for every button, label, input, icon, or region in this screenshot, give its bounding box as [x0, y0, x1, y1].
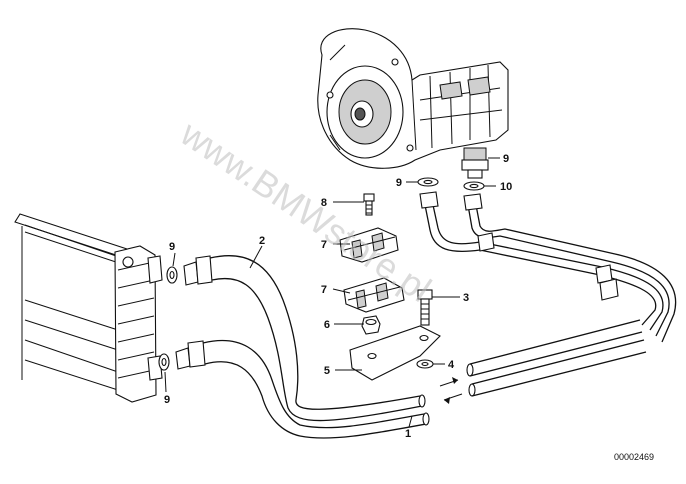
transmission — [317, 28, 509, 169]
callout-7-upper: 7 — [321, 239, 327, 251]
pipe-ends-center — [418, 319, 647, 426]
callout-10: 9 — [503, 153, 509, 165]
washer-upper-left — [166, 266, 178, 284]
nut — [361, 315, 381, 335]
bracket — [349, 325, 441, 381]
callout-9-lower-left: 9 — [164, 394, 170, 406]
union-fitting — [461, 147, 489, 179]
bolt-large — [417, 289, 433, 326]
clamp-lower — [343, 277, 405, 313]
bolt-small — [363, 193, 375, 216]
callout-9-center: 9 — [396, 177, 402, 189]
callout-8: 8 — [321, 197, 327, 209]
callout-5: 5 — [324, 365, 330, 377]
callout-9-right: 10 — [500, 181, 512, 193]
callout-7-lower: 7 — [321, 284, 327, 296]
reference-code: 00002469 — [614, 452, 654, 462]
radiator — [14, 213, 163, 403]
callout-9-upper-left: 9 — [169, 241, 175, 253]
callout-1: 1 — [405, 428, 411, 440]
hose-line-2 — [183, 255, 423, 422]
washer-center — [417, 177, 439, 187]
callout-3: 3 — [463, 292, 469, 304]
clamp-upper — [339, 227, 399, 263]
leader-lines — [164, 157, 500, 428]
washer-bracket — [416, 359, 434, 369]
hose-line-1 — [175, 339, 427, 439]
flow-arrows — [439, 377, 463, 404]
callout-2: 2 — [259, 235, 265, 247]
transmission-lines — [424, 204, 677, 343]
washer-right — [463, 181, 485, 191]
callout-6: 6 — [324, 319, 330, 331]
line-fittings-top — [419, 191, 483, 211]
washer-lower-left — [158, 353, 170, 371]
callout-4: 4 — [448, 359, 455, 371]
